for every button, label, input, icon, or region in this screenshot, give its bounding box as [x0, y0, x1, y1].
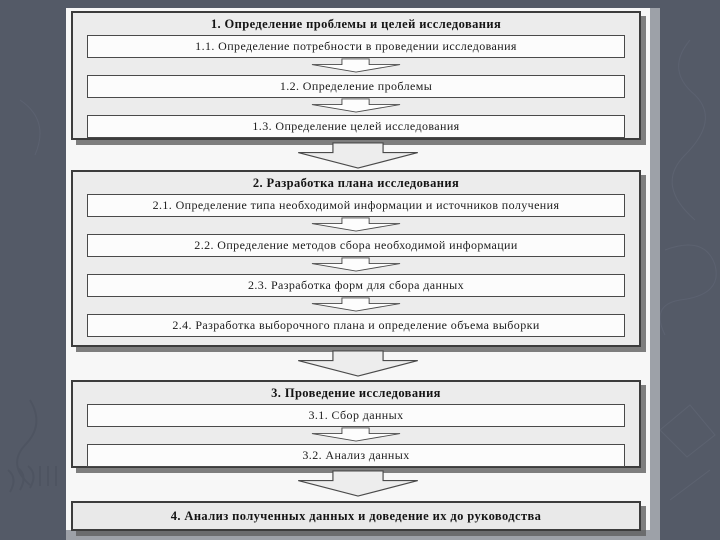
- step-3-1-box: 3.1. Сбор данных: [87, 404, 625, 427]
- step-2-2-box: 2.2. Определение методов сбора необходим…: [87, 234, 625, 257]
- small-down-arrow-icon: [311, 98, 401, 113]
- stage-3-title: 3. Проведение исследования: [271, 386, 441, 400]
- slide-canvas: 1. Определение проблемы и целей исследов…: [66, 8, 660, 540]
- stage-3-group: 3. Проведение исследования 3.1. Сбор дан…: [71, 380, 641, 468]
- stage-1-group: 1. Определение проблемы и целей исследов…: [71, 11, 641, 140]
- step-2-4-box: 2.4. Разработка выборочного плана и опре…: [87, 314, 625, 337]
- large-down-arrow-icon: [298, 350, 418, 377]
- stage-4-final-bar: 4. Анализ полученных данных и доведение …: [71, 501, 641, 531]
- step-2-3-box: 2.3. Разработка форм для сбора данных: [87, 274, 625, 297]
- small-down-arrow-icon: [311, 257, 401, 272]
- step-1-1-box: 1.1. Определение потребности в проведени…: [87, 35, 625, 58]
- step-1-2-box: 1.2. Определение проблемы: [87, 75, 625, 98]
- stage-1-title: 1. Определение проблемы и целей исследов…: [210, 17, 502, 31]
- small-down-arrow-icon: [311, 297, 401, 312]
- small-down-arrow-icon: [311, 58, 401, 73]
- step-3-2-box: 3.2. Анализ данных: [87, 444, 625, 467]
- large-down-arrow-icon: [298, 470, 418, 497]
- stage-2-group: 2. Разработка плана исследования 2.1. Оп…: [71, 170, 641, 347]
- step-1-3-box: 1.3. Определение целей исследования: [87, 115, 625, 138]
- small-down-arrow-icon: [311, 217, 401, 232]
- small-down-arrow-icon: [311, 427, 401, 442]
- large-down-arrow-icon: [298, 142, 418, 169]
- step-2-1-box: 2.1. Определение типа необходимой информ…: [87, 194, 625, 217]
- stage-2-title: 2. Разработка плана исследования: [252, 176, 460, 190]
